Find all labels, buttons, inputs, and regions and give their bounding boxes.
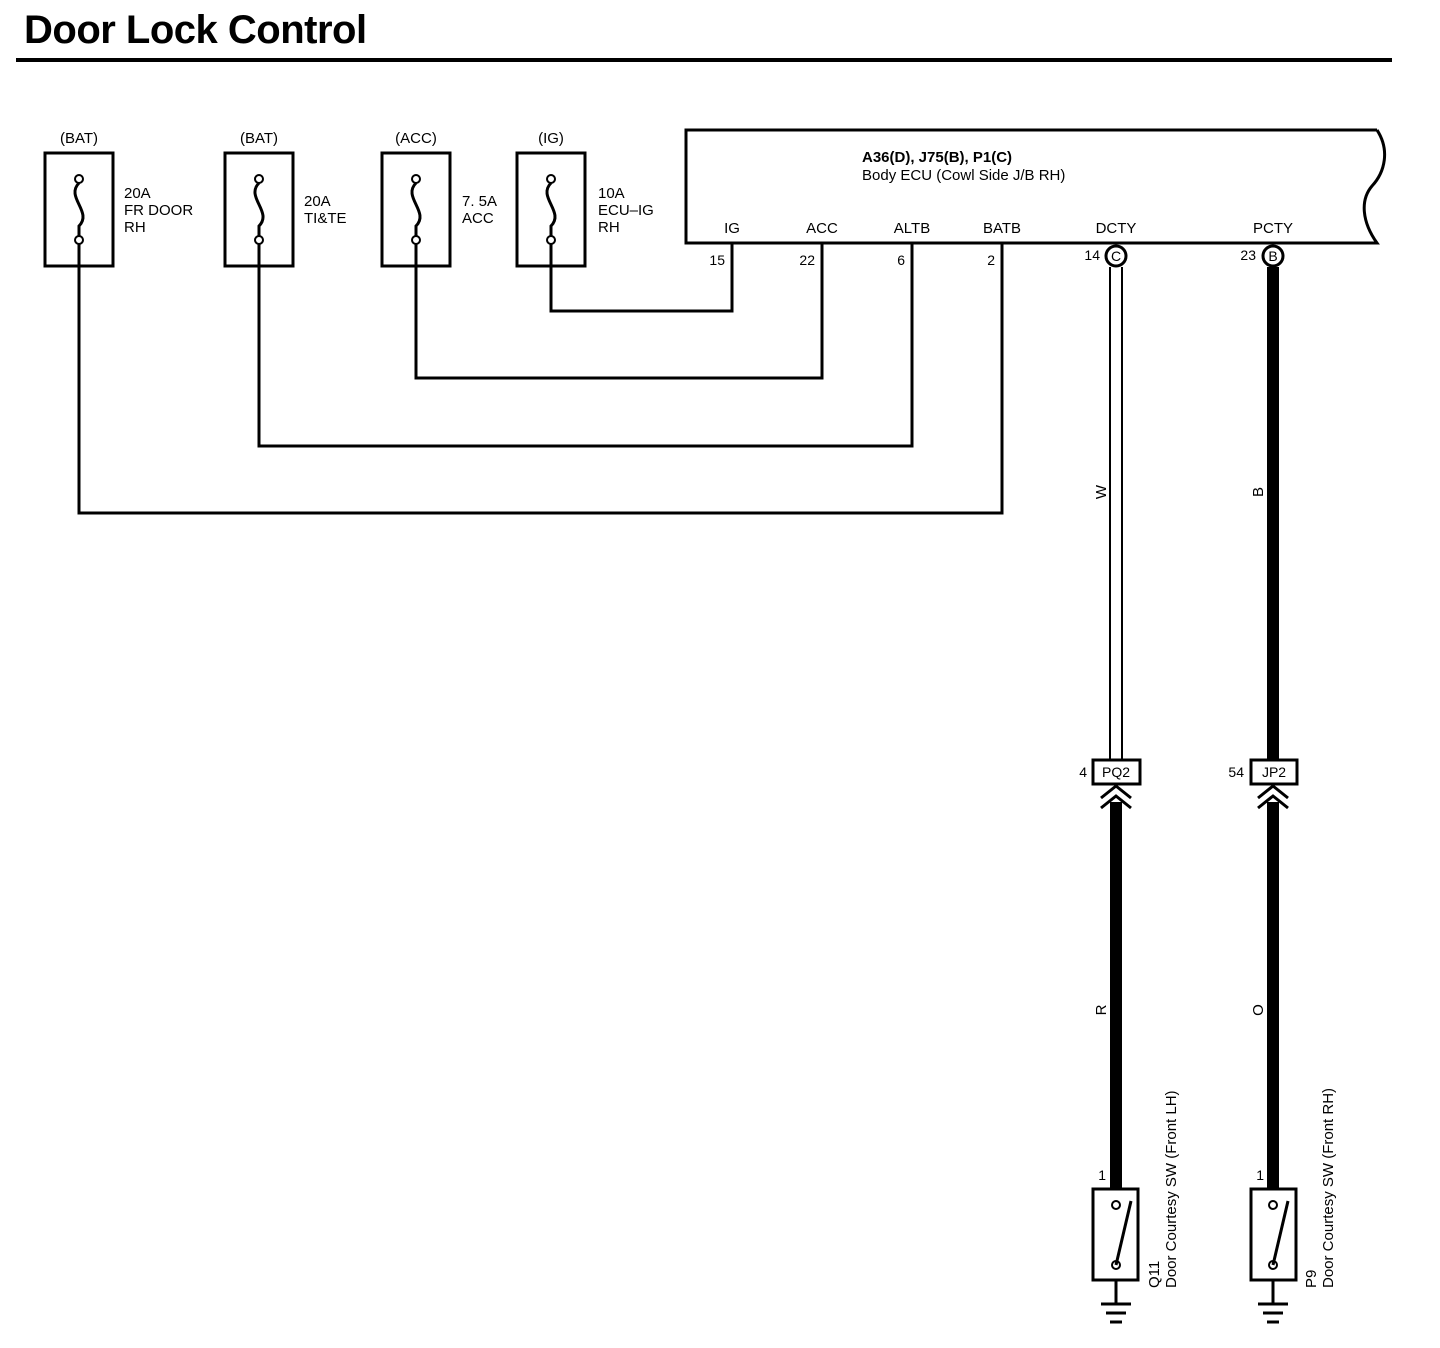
junction-name: JP2: [1262, 764, 1286, 780]
terminal-label-ig: IG: [724, 220, 740, 237]
connector-letter: C: [1111, 248, 1121, 264]
chevron-up-icon: [1257, 794, 1289, 810]
fuse-name-line2: RH: [124, 219, 146, 236]
terminal-label-dcty: DCTY: [1096, 220, 1137, 237]
wire-acc: [414, 244, 824, 380]
fuse-element-icon: [545, 181, 557, 240]
wire-color-lower: R: [1093, 1004, 1110, 1015]
pcty-circuit: B B JP2 54 O 1 P9 Door Courtesy SW (Fron…: [1228, 244, 1337, 1324]
ecu-name: Body ECU (Cowl Side J/B RH): [862, 167, 1065, 184]
fuse-ecu-ig-rh: (IG) 10A ECU–IG RH: [515, 130, 654, 268]
switch-name: Door Courtesy SW (Front LH): [1163, 1090, 1180, 1288]
junction-box: [1091, 758, 1142, 786]
terminal-label-acc: ACC: [806, 220, 838, 237]
fuse-source-label: (IG): [538, 130, 564, 147]
connector-marker: [1104, 244, 1128, 268]
switch-pin: 1: [1256, 1167, 1264, 1183]
fuse-amp-label: 20A: [304, 193, 331, 210]
pin-number-acc: 22: [799, 252, 815, 268]
connector-letter: B: [1268, 248, 1277, 264]
junction-pin: 4: [1079, 764, 1087, 780]
junction-pin: 54: [1228, 764, 1244, 780]
chevron-up-icon: [1100, 784, 1132, 800]
wire-color-upper: W: [1093, 484, 1110, 499]
wire-color-upper: B: [1250, 487, 1267, 497]
fuse-amp-label: 10A: [598, 185, 625, 202]
switch-contact-icon: [1271, 1200, 1290, 1266]
ecu-connector-codes: A36(D), J75(B), P1(C): [862, 149, 1012, 166]
fuse-source-label: (BAT): [240, 130, 278, 147]
junction-box: [1249, 758, 1299, 786]
fuse-source-label: (BAT): [60, 130, 98, 147]
wire-altb: [257, 244, 914, 448]
switch-code: Q11: [1146, 1261, 1163, 1288]
fuse-acc: (ACC) 7. 5A ACC: [380, 130, 497, 268]
terminal-label-pcty: PCTY: [1253, 220, 1293, 237]
chevron-up-icon: [1100, 794, 1132, 810]
pin-number-pcty: 23: [1240, 247, 1256, 263]
junction-name: PQ2: [1102, 764, 1130, 780]
fuse-name-line1: FR DOOR: [124, 202, 193, 219]
connector-marker: [1261, 244, 1285, 268]
fuse-fr-door-rh: (BAT) 20A FR DOOR RH: [43, 130, 193, 268]
fuse-element-icon: [73, 181, 85, 240]
switch-name: Door Courtesy SW (Front RH): [1320, 1088, 1337, 1288]
fuse-source-label: (ACC): [395, 130, 437, 147]
pin-number-ig: 15: [709, 252, 725, 268]
wire-batb: [77, 244, 1004, 515]
terminal-label-batb: BATB: [983, 220, 1021, 237]
fuse-ti-te: (BAT) 20A TI&TE: [223, 130, 347, 268]
fuse-name-line1: ACC: [462, 210, 494, 227]
switch-code: P9: [1303, 1270, 1320, 1288]
fuse-amp-label: 7. 5A: [462, 193, 497, 210]
switch-pin: 1: [1098, 1167, 1106, 1183]
fuse-element-icon: [253, 181, 265, 240]
pin-number-batb: 2: [987, 252, 995, 268]
page-title: Door Lock Control: [24, 8, 367, 52]
body-ecu: A36(D), J75(B), P1(C) Body ECU (Cowl Sid…: [684, 128, 1387, 245]
fuse-name-line1: ECU–IG: [598, 202, 654, 219]
dcty-circuit: C W PQ2 4 R 1 Q11 Door Courtesy SW (Fron…: [1079, 244, 1180, 1324]
fuse-name-line1: TI&TE: [304, 210, 347, 227]
terminal-label-altb: ALTB: [894, 220, 930, 237]
wire-ig: [549, 244, 734, 313]
fuse-element-icon: [410, 181, 422, 240]
pin-number-altb: 6: [897, 252, 905, 268]
fuse-amp-label: 20A: [124, 185, 151, 202]
chevron-up-icon: [1257, 784, 1289, 800]
fuse-name-line2: RH: [598, 219, 620, 236]
ecu-outline: [684, 128, 1387, 245]
wire-color-lower: O: [1250, 1004, 1267, 1016]
switch-contact-icon: [1114, 1200, 1133, 1266]
pin-number-dcty: 14: [1084, 247, 1100, 263]
